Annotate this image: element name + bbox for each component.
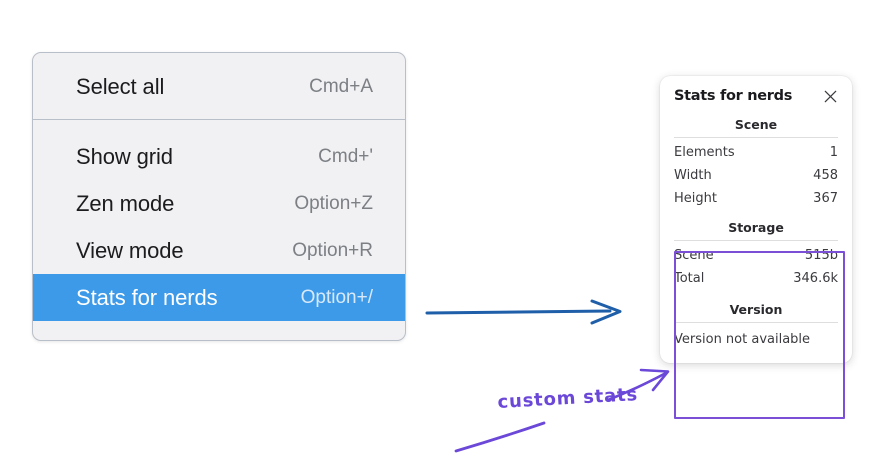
stats-row-value: 515b bbox=[804, 247, 838, 263]
menu-item-label: Stats for nerds bbox=[76, 284, 218, 310]
stats-panel-titlebar: Stats for nerds bbox=[674, 88, 838, 104]
menu-item-label: View mode bbox=[76, 237, 184, 263]
section-divider bbox=[674, 321, 838, 323]
handwritten-annotation-label: custom stats bbox=[497, 384, 639, 413]
stats-section-scene: Scene Elements 1 Width 458 Height 367 bbox=[674, 115, 838, 211]
stats-row-value: 1 bbox=[829, 145, 838, 160]
stats-row-key: Width bbox=[674, 167, 712, 183]
canvas-context-menu[interactable]: Select all Cmd+A Show grid Cmd+' Zen mod… bbox=[32, 52, 406, 341]
menu-group-1: Select all Cmd+A bbox=[33, 53, 405, 120]
version-not-available-text: Version not available bbox=[674, 331, 811, 347]
stats-row-height: Height 367 bbox=[674, 188, 838, 211]
stats-row-storage-scene: Scene 515b bbox=[674, 245, 838, 268]
stats-panel-title: Stats for nerds bbox=[674, 88, 793, 104]
stats-row-key: Total bbox=[674, 270, 705, 286]
close-icon[interactable] bbox=[822, 88, 838, 104]
menu-item-select-all[interactable]: Select all Cmd+A bbox=[33, 63, 405, 110]
stats-row-key: Elements bbox=[674, 145, 735, 160]
stats-row-storage-total: Total 346.6k bbox=[674, 268, 838, 291]
menu-item-shortcut: Cmd+A bbox=[309, 75, 373, 97]
menu-item-show-grid[interactable]: Show grid Cmd+' bbox=[33, 133, 405, 180]
menu-footer-spacer bbox=[33, 321, 405, 340]
menu-item-shortcut: Option+/ bbox=[300, 286, 373, 308]
section-divider bbox=[674, 239, 838, 241]
flow-arrow-icon bbox=[425, 299, 622, 325]
stats-row-value: 346.6k bbox=[793, 270, 838, 286]
section-heading: Storage bbox=[728, 219, 784, 235]
menu-item-shortcut: Option+R bbox=[292, 239, 373, 261]
stats-row-key: Height bbox=[674, 190, 717, 206]
menu-item-label: Zen mode bbox=[76, 190, 175, 216]
stats-row-width: Width 458 bbox=[674, 165, 838, 188]
stats-section-storage: Storage Scene 515b Total 346.6k bbox=[674, 218, 838, 291]
stats-row-key: Scene bbox=[674, 247, 714, 263]
section-divider bbox=[674, 137, 838, 138]
stats-row-value: 367 bbox=[813, 190, 838, 206]
menu-item-label: Show grid bbox=[76, 143, 173, 169]
stats-for-nerds-panel: Stats for nerds Scene Elements 1 Width 4… bbox=[660, 76, 852, 363]
section-heading: Scene bbox=[734, 117, 778, 132]
stats-section-version: Version Version not available bbox=[674, 300, 838, 349]
callout-underline-stroke bbox=[454, 421, 546, 453]
menu-item-shortcut: Cmd+' bbox=[318, 145, 373, 167]
section-heading: Version bbox=[729, 301, 783, 317]
menu-group-2: Show grid Cmd+' Zen mode Option+Z View m… bbox=[33, 120, 405, 321]
menu-item-view-mode[interactable]: View mode Option+R bbox=[33, 227, 405, 274]
menu-item-zen-mode[interactable]: Zen mode Option+Z bbox=[33, 180, 405, 227]
menu-item-shortcut: Option+Z bbox=[294, 192, 373, 214]
menu-item-label: Select all bbox=[76, 73, 165, 99]
stats-row-elements: Elements 1 bbox=[674, 142, 838, 165]
stats-row-value: 458 bbox=[813, 167, 838, 183]
menu-item-stats-for-nerds[interactable]: Stats for nerds Option+/ bbox=[33, 274, 405, 321]
